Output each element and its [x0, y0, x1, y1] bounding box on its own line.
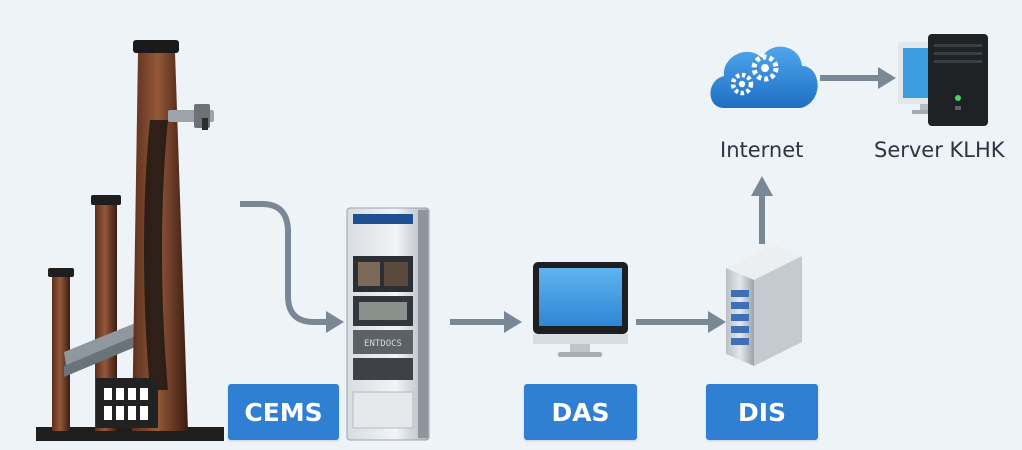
- internet-caption: Internet: [720, 138, 804, 162]
- server-caption: Server KLHK: [874, 138, 1005, 162]
- arrow-factory-to-cems: [240, 201, 344, 333]
- cems-cabinet-icon: ENTDOCS: [346, 207, 430, 441]
- monitor-icon: [533, 262, 628, 357]
- arrow-das-to-dis: [636, 311, 726, 333]
- das-label: DAS: [524, 384, 637, 440]
- analyzer-panel-text: ENTDOCS: [364, 339, 402, 349]
- arrow-cems-to-das: [450, 311, 522, 333]
- arrow-dis-to-internet: [751, 176, 773, 244]
- arrow-internet-to-server: [820, 67, 896, 89]
- dis-label: DIS: [706, 384, 818, 440]
- rack-server-icon: [726, 244, 802, 366]
- factory-chimney-icon: [36, 40, 224, 441]
- server-tower-icon: [898, 34, 988, 126]
- cems-label: CEMS: [228, 384, 339, 440]
- cloud-gears-icon: [710, 46, 818, 108]
